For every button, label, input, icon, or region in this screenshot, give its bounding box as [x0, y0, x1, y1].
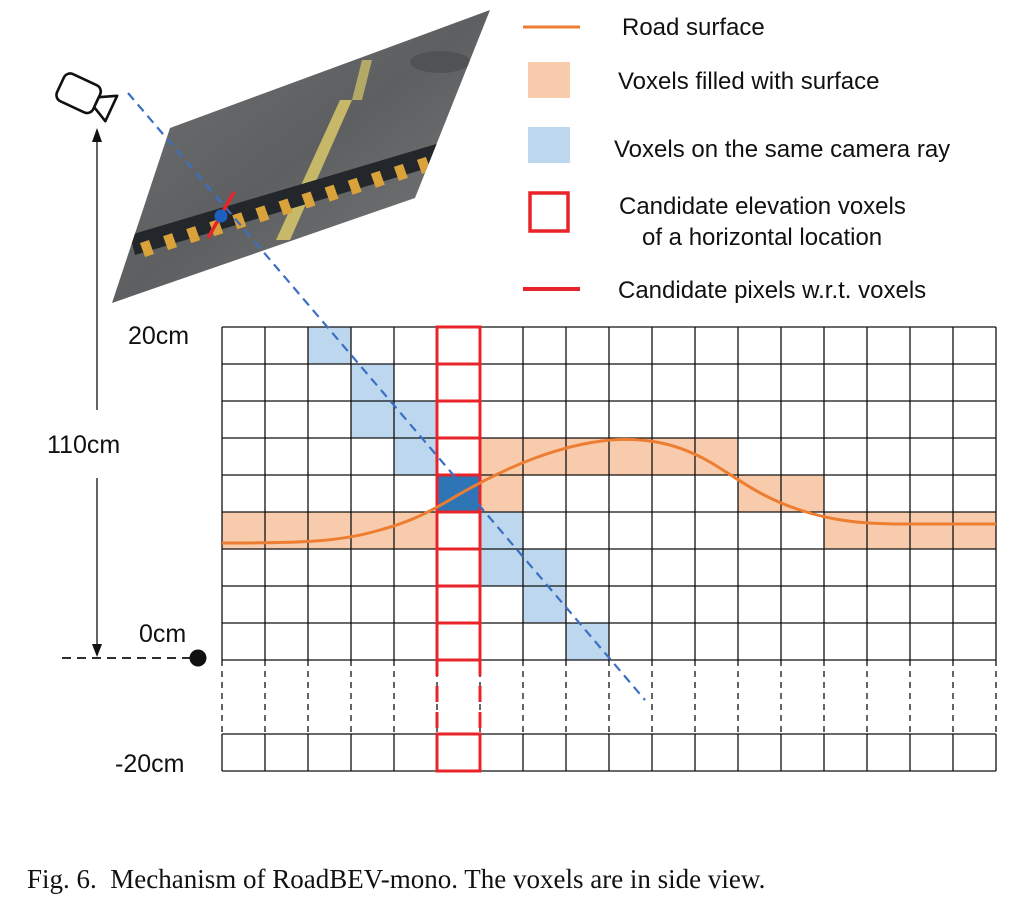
ray-voxel: [308, 327, 351, 364]
road-photo: [112, 10, 490, 303]
figure-caption: Fig. 6. Mechanism of RoadBEV-mono. The v…: [27, 864, 765, 894]
surface-voxel: [652, 438, 695, 475]
surface-voxel: [523, 438, 566, 475]
legend-voxels-ray-swatch: [528, 127, 570, 163]
voxel-fills: [222, 327, 996, 660]
surface-voxel: [351, 512, 394, 549]
candidate-voxel: [435, 399, 482, 440]
surface-voxel: [867, 512, 910, 549]
origin-dot-icon: [189, 649, 207, 667]
road-surface-curve: [221, 437, 996, 545]
voxel-grid: [221, 325, 997, 773]
bump-stripe: [393, 163, 408, 181]
camera-icon: [55, 72, 119, 123]
ray-voxel: [523, 586, 566, 623]
legend: Road surface Voxels filled with surface …: [523, 14, 950, 304]
surface-voxel: [480, 475, 523, 512]
legend-candidate-voxels-label-1: Candidate elevation voxels: [619, 193, 906, 220]
ray-voxel: [351, 364, 394, 401]
bump-stripe: [301, 191, 316, 209]
legend-voxels-ray-label: Voxels on the same camera ray: [614, 136, 950, 163]
candidate-voxel: [435, 547, 482, 588]
candidate-voxel: [435, 325, 482, 366]
ray-photo-intersection-dot: [214, 209, 228, 223]
surface-voxel: [609, 438, 652, 475]
candidate-voxel: [435, 621, 482, 662]
ray-voxel: [394, 438, 437, 475]
bump-stripe: [278, 198, 293, 216]
ray-voxel: [480, 549, 523, 586]
surface-voxel: [480, 438, 523, 475]
ray-voxel: [394, 401, 437, 438]
bump-stripe: [440, 150, 454, 167]
legend-candidate-voxels-swatch: [528, 191, 570, 233]
candidate-voxel: [435, 510, 482, 551]
height-arrow: [92, 128, 102, 657]
ray-voxel: [566, 623, 609, 660]
candidate-voxel: [435, 436, 482, 477]
bump-stripe: [255, 205, 270, 223]
height-label: 110cm: [47, 431, 120, 459]
bump-stripe: [140, 240, 154, 257]
candidate-voxel-bottom: [435, 732, 482, 773]
speed-bump-stripes: [140, 150, 454, 257]
bump-stripe: [186, 226, 201, 244]
ray-voxel: [351, 401, 394, 438]
camera-ray-line: [127, 92, 646, 701]
candidate-voxel: [435, 362, 482, 403]
zero-label: 0cm: [139, 620, 186, 648]
surface-voxel: [910, 512, 953, 549]
legend-candidate-pixels-label: Candidate pixels w.r.t. voxels: [618, 277, 926, 304]
bump-stripe: [370, 170, 385, 188]
legend-candidate-voxels-label-2: of a horizontal location: [642, 224, 882, 251]
legend-road-surface-label: Road surface: [622, 14, 765, 41]
surface-voxel: [308, 512, 351, 549]
legend-voxels-filled-label: Voxels filled with surface: [618, 68, 879, 95]
bump-stripe: [163, 233, 178, 251]
bump-stripe: [324, 184, 339, 202]
bump-stripe: [232, 212, 247, 230]
bottom-label: -20cm: [115, 750, 184, 778]
bump-stripe: [347, 177, 362, 195]
top-label: 20cm: [128, 322, 189, 350]
ray-voxel: [523, 549, 566, 586]
surface-voxel: [953, 512, 996, 549]
candidate-voxel: [435, 584, 482, 625]
legend-voxels-filled-swatch: [528, 62, 570, 98]
